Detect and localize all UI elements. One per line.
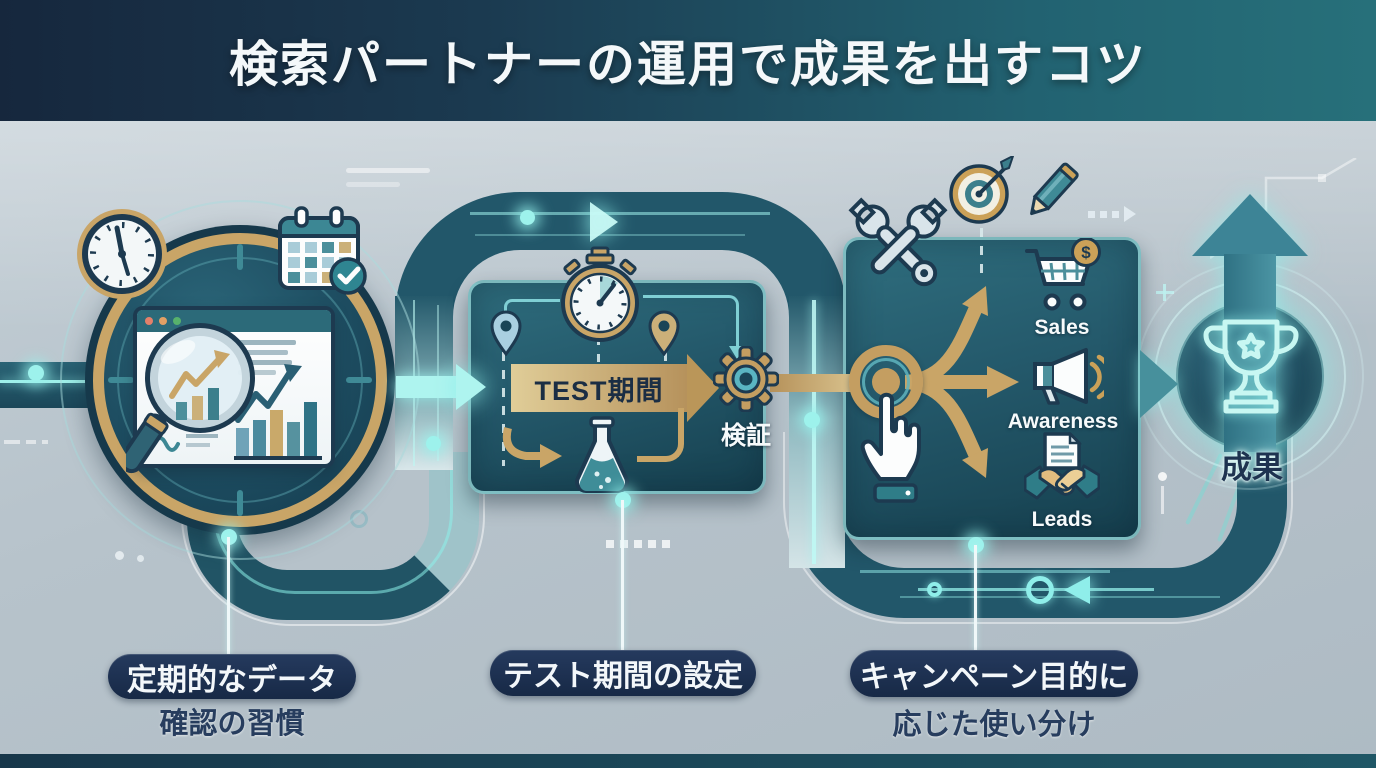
dash-row	[26, 440, 36, 444]
dashed-guide	[502, 352, 505, 466]
handshake-icon	[1024, 432, 1100, 500]
square-row	[634, 540, 642, 548]
test-arrow-label: TEST期間	[534, 375, 664, 406]
connector-teal-left	[504, 299, 560, 315]
bar-chart-trend-icon	[234, 340, 322, 460]
mini-square	[1112, 211, 1119, 218]
step3-label-sub: 応じた使い分け	[892, 709, 1096, 741]
page-title: 検索パートナーの運用で成果を出すコツ	[228, 38, 1147, 92]
window-dot	[173, 317, 181, 325]
gear-caption: 検証	[720, 422, 771, 450]
u-pipe-right-streak	[900, 596, 1220, 598]
step1-label-sub: 確認の習慣	[159, 708, 305, 740]
decor-dot	[1158, 472, 1167, 481]
result-label: 成果	[1221, 450, 1283, 485]
label-connector	[974, 545, 977, 652]
step2-label-pill: テスト期間の設定	[490, 650, 756, 696]
trophy-icon	[1203, 319, 1299, 414]
plus-mark	[1163, 284, 1166, 301]
branch-label-sales: Sales	[1034, 316, 1090, 339]
decor-line	[346, 168, 430, 173]
branch-hub-center	[872, 368, 900, 396]
step1-label: 定期的なデータ	[127, 663, 337, 697]
stopwatch-icon	[561, 246, 639, 342]
test-arrow-head	[687, 354, 719, 422]
square-row	[620, 540, 628, 548]
flask-icon	[575, 416, 629, 493]
calendar-check-icon	[278, 206, 367, 295]
bottom-bar	[0, 754, 1376, 768]
node-ring-large	[1026, 576, 1054, 604]
square-row	[606, 540, 614, 548]
connector-teal-right	[643, 295, 739, 347]
flow-arrow-shaft	[396, 376, 456, 398]
u-pipe-right-streak	[860, 570, 1110, 573]
cursor-hand-icon	[860, 392, 921, 503]
window-dot	[145, 317, 153, 325]
arc-chevron-icon	[590, 202, 618, 242]
glow-leg-right-streak	[812, 300, 816, 564]
map-pin-icon	[648, 310, 680, 356]
up-arrow-icon	[1180, 188, 1340, 458]
step2-label: テスト期間の設定	[503, 660, 743, 693]
step3-label-pill: キャンペーン目的に	[850, 650, 1138, 697]
mini-square	[1088, 211, 1095, 218]
label-connector	[227, 537, 230, 657]
square-row	[648, 540, 656, 548]
clock-icon	[77, 209, 167, 299]
dashed-guide	[980, 228, 983, 278]
dashed-guide	[597, 336, 600, 362]
tools-icon	[848, 197, 948, 287]
gold-connector-bar	[770, 374, 854, 392]
right-arrow-icon	[1140, 350, 1178, 418]
step3-label: キャンペーン目的に	[859, 660, 1129, 694]
crosshair-dash	[237, 490, 243, 516]
glow-leg-right	[789, 296, 845, 568]
magnifier-analytics-icon	[126, 323, 255, 474]
crosshair-dash	[237, 244, 243, 270]
cart-icon: $	[1025, 238, 1101, 311]
decor-line	[346, 182, 400, 187]
header-banner: 検索パートナーの運用で成果を出すコツ	[0, 0, 1376, 121]
target-icon	[949, 156, 1014, 224]
dash-row	[4, 440, 20, 444]
flow-arrow-icon	[456, 364, 486, 410]
decor-dot	[137, 555, 144, 562]
pipe-node-dot	[426, 436, 441, 451]
decor-line	[1161, 486, 1164, 514]
gear-icon	[713, 346, 779, 412]
branch-label-awareness: Awareness	[1007, 410, 1119, 433]
window-dot	[159, 317, 167, 325]
crosshair-dash	[346, 377, 372, 383]
branch-label-leads: Leads	[1031, 508, 1093, 531]
test-arrow-shaft: TEST期間	[511, 364, 687, 412]
pencil-icon	[1030, 162, 1079, 216]
bracket-line	[637, 408, 684, 462]
mini-arrow-icon	[1124, 206, 1136, 222]
map-pin-icon	[490, 310, 522, 356]
square-row	[662, 540, 670, 548]
step1-label-pill: 定期的なデータ	[108, 654, 356, 699]
crosshair-dash	[108, 377, 134, 383]
dash-row	[42, 440, 48, 444]
pipe-node-dot	[804, 412, 820, 428]
node-ring-small	[927, 582, 942, 597]
curved-arrow-icon	[502, 427, 562, 468]
megaphone-icon	[1033, 348, 1104, 405]
arc-streak	[470, 212, 770, 215]
pipe-node-dot	[28, 365, 44, 381]
pipe-node-dot	[520, 210, 535, 225]
coin-symbol: $	[1081, 243, 1091, 262]
decor-dot	[115, 551, 124, 560]
mini-square	[1100, 211, 1107, 218]
label-connector	[621, 500, 624, 652]
left-arrow-icon	[1064, 576, 1090, 604]
